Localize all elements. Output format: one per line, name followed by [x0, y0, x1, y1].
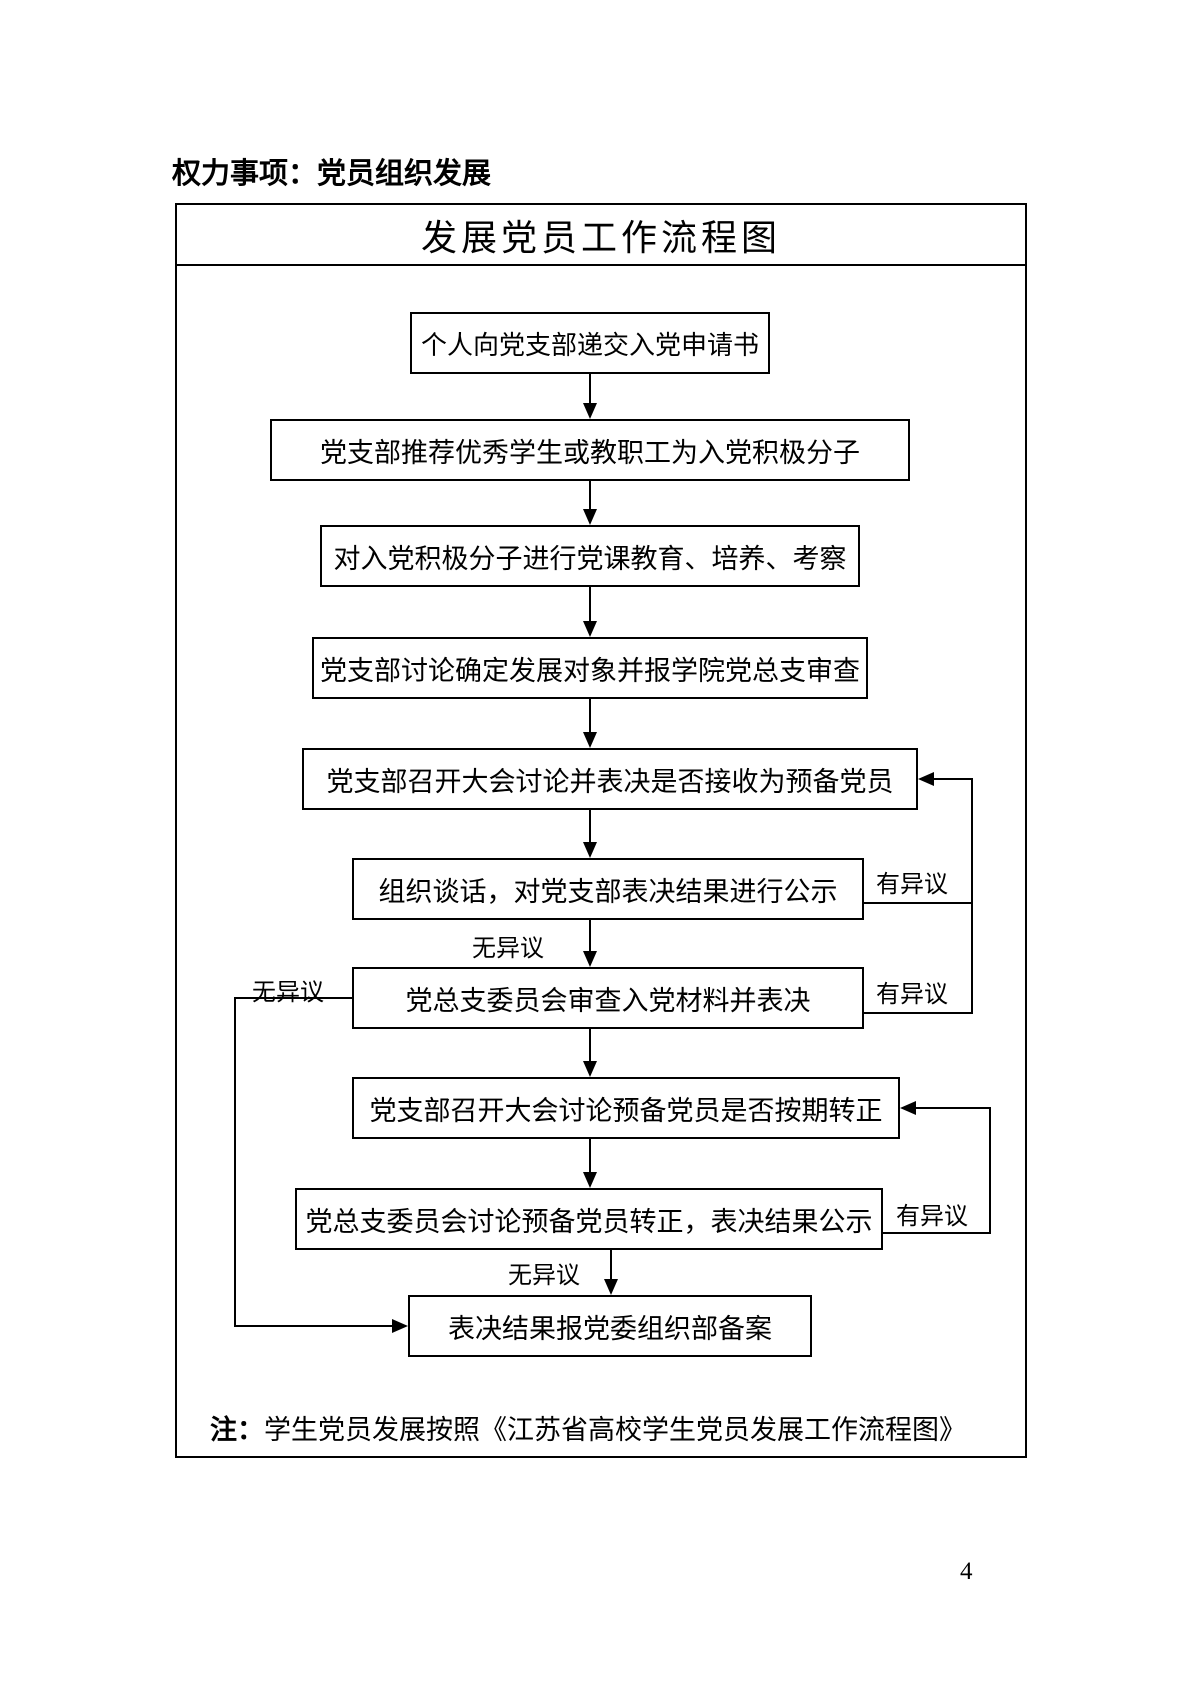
loop1-from-box7-line	[864, 1012, 973, 1014]
note-prefix: 注：	[210, 1415, 264, 1445]
loop1-vertical-line	[971, 778, 973, 1014]
flow-box-submit-application: 个人向党支部递交入党申请书	[410, 312, 770, 374]
arrow-line-8-9	[589, 1139, 591, 1173]
flowchart-frame	[175, 203, 1027, 1458]
edge-label-objection-box6: 有异议	[876, 872, 948, 898]
arrow-line-2-3	[589, 481, 591, 510]
bypass-arrowhead-into-box10	[392, 1319, 408, 1333]
flow-box-vote-probationary: 党支部召开大会讨论并表决是否接收为预备党员	[302, 748, 918, 810]
note-line: 注：学生党员发展按照《江苏省高校学生党员发展工作流程图》	[210, 1408, 966, 1447]
bypass-from-box7-line	[234, 997, 352, 999]
arrowhead-8-9	[583, 1172, 597, 1188]
edge-label-no-objection-left: 无异议	[252, 980, 324, 1006]
arrow-line-1-2	[589, 374, 591, 404]
arrow-line-7-8	[589, 1029, 591, 1062]
arrow-line-3-4	[589, 587, 591, 622]
loop2-vertical-line	[989, 1107, 991, 1234]
arrow-line-5-6	[589, 810, 591, 843]
page-heading: 权力事项：党员组织发展	[172, 158, 492, 190]
flow-box-confirmation-publicity: 党总支委员会讨论预备党员转正，表决结果公示	[295, 1188, 883, 1250]
edge-label-no-objection-box6: 无异议	[472, 936, 544, 962]
arrow-line-6-7	[589, 920, 591, 952]
arrowhead-6-7	[583, 951, 597, 967]
arrowhead-3-4	[583, 621, 597, 637]
arrow-line-4-5	[589, 699, 591, 733]
arrowhead-4-5	[583, 732, 597, 748]
loop1-into-box5-line	[934, 778, 973, 780]
arrow-line-9-10	[610, 1250, 612, 1280]
note-text: 学生党员发展按照《江苏省高校学生党员发展工作流程图》	[264, 1415, 966, 1445]
flow-box-committee-review: 党总支委员会审查入党材料并表决	[352, 967, 864, 1029]
loop2-from-box9-line	[883, 1232, 991, 1234]
flow-box-talk-publicity: 组织谈话，对党支部表决结果进行公示	[352, 858, 864, 920]
arrowhead-5-6	[583, 842, 597, 858]
edge-label-objection-box7: 有异议	[876, 982, 948, 1008]
flowchart-title: 发展党员工作流程图	[177, 205, 1025, 266]
bypass-vertical-line	[234, 997, 236, 1327]
bypass-into-box10-line	[234, 1325, 392, 1327]
flow-box-report-record: 表决结果报党委组织部备案	[408, 1295, 812, 1357]
loop1-from-box6-line	[864, 902, 973, 904]
flow-box-discuss-confirmation: 党支部召开大会讨论预备党员是否按期转正	[352, 1077, 900, 1139]
arrowhead-1-2	[583, 403, 597, 419]
loop1-arrowhead-into-box5	[918, 772, 934, 786]
loop2-into-box8-line	[916, 1107, 989, 1109]
flow-box-educate-activists: 对入党积极分子进行党课教育、培养、考察	[320, 525, 860, 587]
loop2-arrowhead-into-box8	[900, 1101, 916, 1115]
arrowhead-2-3	[583, 509, 597, 525]
flow-box-recommend-activists: 党支部推荐优秀学生或教职工为入党积极分子	[270, 419, 910, 481]
arrowhead-7-8	[583, 1061, 597, 1077]
page-number: 4	[960, 1558, 973, 1585]
edge-label-objection-box9: 有异议	[896, 1204, 968, 1230]
edge-label-no-objection-box9: 无异议	[508, 1263, 580, 1289]
arrowhead-9-10	[604, 1279, 618, 1295]
flow-box-determine-candidates: 党支部讨论确定发展对象并报学院党总支审查	[312, 637, 868, 699]
